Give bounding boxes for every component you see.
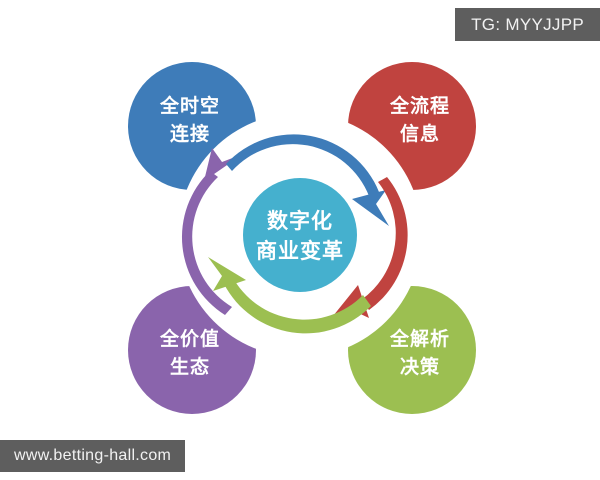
watermark-bottom-left: www.betting-hall.com bbox=[0, 440, 186, 472]
node-top-right-label-line1: 全流程 bbox=[389, 94, 450, 117]
node-bottom-right-label-line1: 全解析 bbox=[389, 327, 450, 350]
core-node[interactable]: 数字化 商业变革 bbox=[243, 178, 357, 292]
node-top-right[interactable]: 全流程 信息 bbox=[348, 62, 476, 190]
node-top-left-shape bbox=[128, 62, 256, 190]
watermark-top-right: TG: MYYJJPP bbox=[455, 8, 600, 41]
core-label-line2: 商业变革 bbox=[256, 239, 344, 263]
node-top-right-shape bbox=[348, 62, 476, 190]
node-bottom-left[interactable]: 全价值 生态 bbox=[128, 286, 256, 414]
node-bottom-left-label-line1: 全价值 bbox=[159, 327, 220, 350]
node-top-left[interactable]: 全时空 连接 bbox=[128, 62, 256, 190]
core-label-line1: 数字化 bbox=[267, 209, 333, 233]
arrow-green bbox=[208, 257, 371, 334]
node-bottom-right-label-line2: 决策 bbox=[400, 355, 440, 378]
node-top-left-label-line1: 全时空 bbox=[159, 94, 220, 117]
node-top-right-label-line2: 信息 bbox=[400, 122, 440, 145]
arrow-purple bbox=[181, 148, 243, 315]
node-bottom-left-shape bbox=[128, 286, 256, 414]
node-bottom-right-shape bbox=[348, 286, 476, 414]
node-top-left-label-line2: 连接 bbox=[170, 122, 210, 145]
core-node-shape bbox=[243, 178, 357, 292]
arrow-blue bbox=[226, 134, 389, 226]
node-bottom-left-label-line2: 生态 bbox=[170, 355, 210, 378]
node-bottom-right[interactable]: 全解析 决策 bbox=[348, 286, 476, 414]
